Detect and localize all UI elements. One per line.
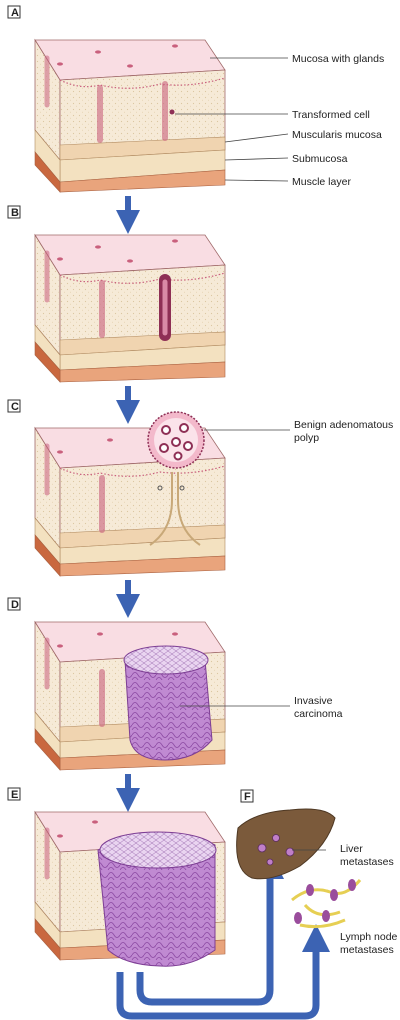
label-polyp-line2: polyp: [294, 432, 319, 444]
panel-f-letter: F: [244, 791, 251, 803]
polyp: [148, 412, 204, 468]
panel-d: D Invasive carcinoma: [8, 598, 343, 770]
panel-c-letter: C: [11, 401, 19, 413]
panel-e-letter: E: [11, 789, 18, 801]
panel-b-letter: B: [11, 207, 19, 219]
label-muscularis-mucosa: Muscularis mucosa: [292, 129, 382, 141]
label-lymph-line2: metastases: [340, 944, 394, 956]
panel-a-letter: A: [11, 7, 19, 19]
tissue-block-d: [35, 622, 225, 770]
liver: [237, 809, 335, 879]
label-lymph-line1: Lymph node: [340, 931, 398, 943]
transformed-cell-a: [170, 110, 175, 115]
label-liver-line1: Liver: [340, 843, 363, 855]
carcinoma-d: [124, 646, 212, 760]
tissue-block-e: [35, 812, 225, 966]
lymph-nodes: [292, 879, 360, 927]
label-muscle-layer: Muscle layer: [292, 176, 351, 188]
carcinoma-e: [98, 832, 216, 966]
tissue-block-a: [35, 40, 225, 192]
label-transformed-cell: Transformed cell: [292, 109, 370, 121]
panel-b: B: [8, 206, 225, 382]
label-carcinoma-line2: carcinoma: [294, 708, 343, 720]
panel-a: A: [8, 6, 384, 192]
tissue-block-b: [35, 235, 225, 382]
label-liver-line2: metastases: [340, 856, 394, 868]
tissue-block-c: [35, 412, 225, 576]
panel-c: C: [8, 400, 393, 576]
panel-f: F Liver metastases Lymph node metastases: [237, 790, 398, 956]
label-carcinoma-line1: Invasive: [294, 695, 333, 707]
panel-d-letter: D: [11, 599, 19, 611]
label-polyp-line1: Benign adenomatous: [294, 419, 393, 431]
label-mucosa-with-glands: Mucosa with glands: [292, 53, 384, 65]
label-submucosa: Submucosa: [292, 153, 348, 165]
